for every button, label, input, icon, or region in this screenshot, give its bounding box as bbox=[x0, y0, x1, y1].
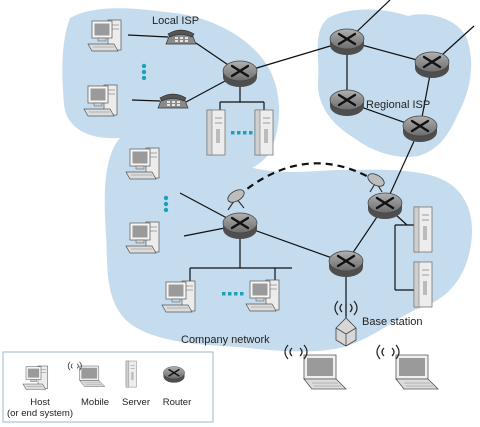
ellipsis-dots-icon bbox=[163, 195, 169, 213]
router-company-left bbox=[221, 211, 259, 241]
host-local-2 bbox=[83, 84, 118, 117]
host-company-2 bbox=[125, 221, 160, 254]
satellite-dish-icon-left bbox=[227, 189, 245, 211]
host-company-4 bbox=[245, 279, 280, 312]
server-company-2 bbox=[413, 261, 433, 308]
legend-host-sublabel: (or end system) bbox=[7, 408, 73, 419]
router-regional-top bbox=[328, 27, 366, 57]
base-station-icon bbox=[334, 300, 358, 347]
ellipsis-dots-icon bbox=[222, 292, 244, 296]
router-regional-left bbox=[328, 88, 366, 118]
regional-isp-label: Regional ISP bbox=[366, 99, 430, 111]
server-local-1 bbox=[206, 109, 226, 156]
base-station-label: Base station bbox=[362, 316, 423, 328]
company-network-label: Company network bbox=[181, 334, 270, 346]
satellite-link bbox=[237, 162, 375, 197]
server-local-2 bbox=[254, 109, 274, 156]
legend-mobile-label: Mobile bbox=[81, 397, 109, 408]
laptop-mobile-1 bbox=[303, 354, 347, 390]
satellite-dish-icon-right bbox=[367, 173, 385, 193]
router-regional-bottom bbox=[401, 114, 439, 144]
ellipsis-dots-icon bbox=[141, 63, 147, 81]
legend-server-icon bbox=[125, 360, 137, 388]
host-company-1 bbox=[125, 147, 160, 180]
legend-server-label: Server bbox=[122, 397, 150, 408]
router-regional-right bbox=[413, 50, 451, 80]
router-company-bottom bbox=[327, 249, 365, 279]
laptop-mobile-2 bbox=[395, 354, 439, 390]
legend-host-icon bbox=[22, 365, 49, 390]
host-company-3 bbox=[161, 280, 196, 313]
legend-host-label: Host bbox=[30, 397, 50, 408]
local-isp-label: Local ISP bbox=[152, 15, 199, 27]
legend-router-label: Router bbox=[163, 397, 192, 408]
router-company-right bbox=[366, 191, 404, 221]
router-local-isp bbox=[221, 59, 259, 89]
ellipsis-dots-icon bbox=[231, 131, 253, 135]
server-company-1 bbox=[413, 206, 433, 253]
legend: Host (or end system) Mobile Server Route… bbox=[2, 351, 214, 423]
legend-router-icon bbox=[162, 365, 186, 384]
host-local-1 bbox=[87, 19, 122, 52]
